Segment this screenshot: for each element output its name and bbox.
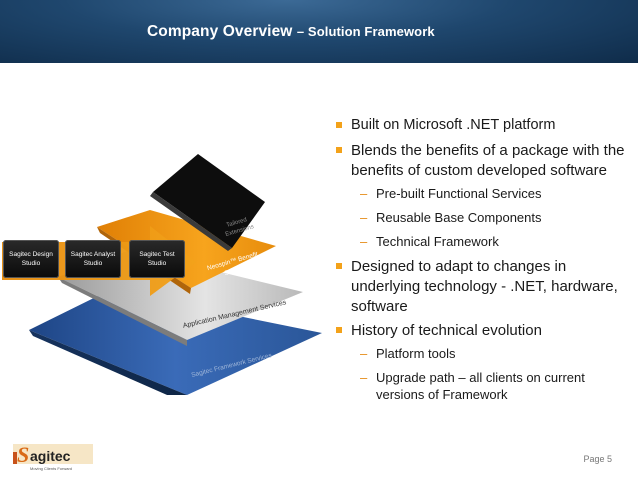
title-main: Company Overview — [147, 23, 293, 40]
studio-test: Sagitec Test Studio — [129, 240, 185, 278]
sub-bullet: Technical Framework — [336, 233, 632, 250]
slide-title: Company Overview – Solution Framework — [147, 23, 435, 41]
studio-test-label: Sagitec Test Studio — [139, 251, 175, 267]
svg-text:Moving Clients Forward: Moving Clients Forward — [30, 466, 72, 471]
bullet-history: History of technical evolution — [336, 321, 632, 341]
bullet-dotnet: Built on Microsoft .NET platform — [336, 116, 632, 135]
slide-header: Company Overview – Solution Framework — [0, 0, 638, 63]
studio-analyst: Sagitec Analyst Studio — [65, 240, 121, 278]
page-number: Page 5 — [583, 454, 612, 464]
studio-design-label: Sagitec Design Studio — [9, 251, 53, 267]
svg-text:S: S — [17, 442, 29, 467]
sagitec-logo: S agitec Moving Clients Forward — [13, 440, 93, 472]
tier-top-label-1: Tailored — [226, 217, 248, 229]
sub-bullet: Pre-built Functional Services — [336, 185, 632, 202]
bullet-blends: Blends the benefits of a package with th… — [336, 141, 632, 181]
sagitec-logo-mark: S agitec Moving Clients Forward — [13, 442, 93, 471]
sub-bullet: Platform tools — [336, 345, 632, 362]
studio-analyst-label: Sagitec Analyst Studio — [70, 251, 116, 267]
sub-bullet: Upgrade path – all clients on current ve… — [336, 369, 632, 403]
title-sub: – Solution Framework — [296, 24, 435, 39]
bullet-list: Built on Microsoft .NET platform Blends … — [336, 116, 632, 410]
svg-text:agitec: agitec — [30, 448, 71, 464]
studio-design: Sagitec Design Studio — [3, 240, 59, 278]
bullet-designed: Designed to adapt to changes in underlyi… — [336, 257, 632, 317]
sub-bullet: Reusable Base Components — [336, 209, 632, 226]
